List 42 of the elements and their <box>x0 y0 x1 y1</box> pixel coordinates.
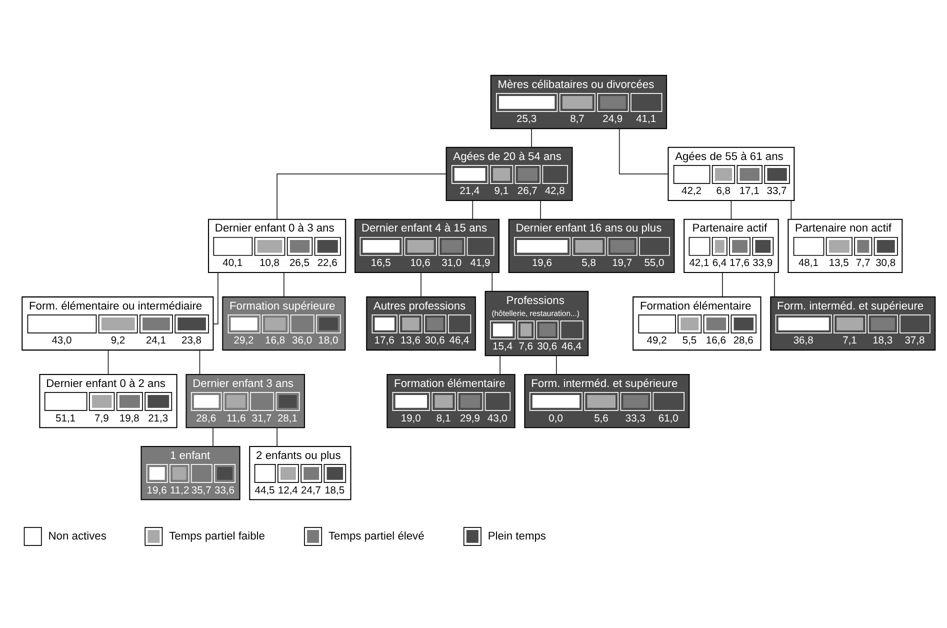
node-box: 2 enfants ou plus 44,5 12,4 24,7 18,5 <box>249 445 352 500</box>
node-box: Partenaire actif 42,1 6,4 17,6 33,9 <box>684 218 779 273</box>
node-box: Partenaire non actif 48,1 13,5 7,7 30,8 <box>788 218 903 273</box>
node-box: Form. élémentaire ou intermédiaire 43,0 9,2 24,1 23,8 <box>22 296 214 350</box>
legend-label: Temps partiel élevé <box>328 530 424 542</box>
connector <box>492 272 493 292</box>
connector <box>420 272 422 297</box>
node-box: Mères célibataires ou divorcées 25,3 8,7 24,9 41,1 <box>490 74 668 129</box>
node-box: Agées de 55 à 61 ans 42,2 6,8 17,1 33,7 <box>668 146 795 201</box>
node-box: Autres professions 17,6 13,6 30,6 46,4 <box>366 296 476 350</box>
node-box: Dernier enfant 0 à 3 ans 40,1 10,8 26,5 22,6 <box>208 218 346 273</box>
connector <box>276 426 278 446</box>
legend-label: Temps partiel faible <box>169 530 265 542</box>
node-box: Formation élémentaire 49,2 5,5 16,6 28,6 <box>632 296 762 350</box>
legend-label: Non actives <box>48 530 106 542</box>
node-box: Dernier enfant 4 à 15 ans 16,5 10,6 31,0 41,9 <box>354 218 500 273</box>
node-box: Agées de 20 à 54 ans 21,4 9,1 26,7 42,8 <box>446 146 573 201</box>
node-box: Form. interméd. et supérieure 0,0 5,6 33,3 61,0 <box>524 373 690 428</box>
connector <box>108 349 109 374</box>
connector <box>212 272 218 324</box>
node-box: Dernier enfant 16 ans ou plus 19,6 5,8 19,7 55,0 <box>508 218 675 273</box>
connector <box>618 128 669 174</box>
connector <box>199 349 200 374</box>
connector <box>212 426 214 446</box>
connector <box>730 200 732 220</box>
connector <box>556 354 557 374</box>
node-box: Dernier enfant 0 à 2 ans 51,1 7,9 19,8 21,3 <box>39 373 178 428</box>
node-box: Formation supérieure 29,2 16,8 36,0 18,0 <box>222 296 346 350</box>
connector <box>472 200 474 220</box>
node-box: Dernier enfant 3 ans 28,6 11,6 31,7 28,1 <box>186 373 305 428</box>
connector <box>722 272 723 297</box>
node-box: Professions (hôtellerie, restauration...) 15,4 7,6 30,6 46,4 <box>484 290 589 356</box>
node-box: Form. interméd. et supérieure 36,8 7,1 18,3 37,8 <box>770 296 936 350</box>
connector <box>790 200 792 220</box>
connector <box>774 272 775 297</box>
legend-label: Plein temps <box>488 530 546 542</box>
connector <box>540 200 541 220</box>
node-box: 1 enfant 19,6 11,2 35,7 33,6 <box>140 445 240 500</box>
connector <box>531 128 532 148</box>
node-box: Formation élémentaire 19,0 8,1 29,9 43,0 <box>386 373 516 428</box>
connector <box>276 173 447 220</box>
connector <box>283 272 284 297</box>
